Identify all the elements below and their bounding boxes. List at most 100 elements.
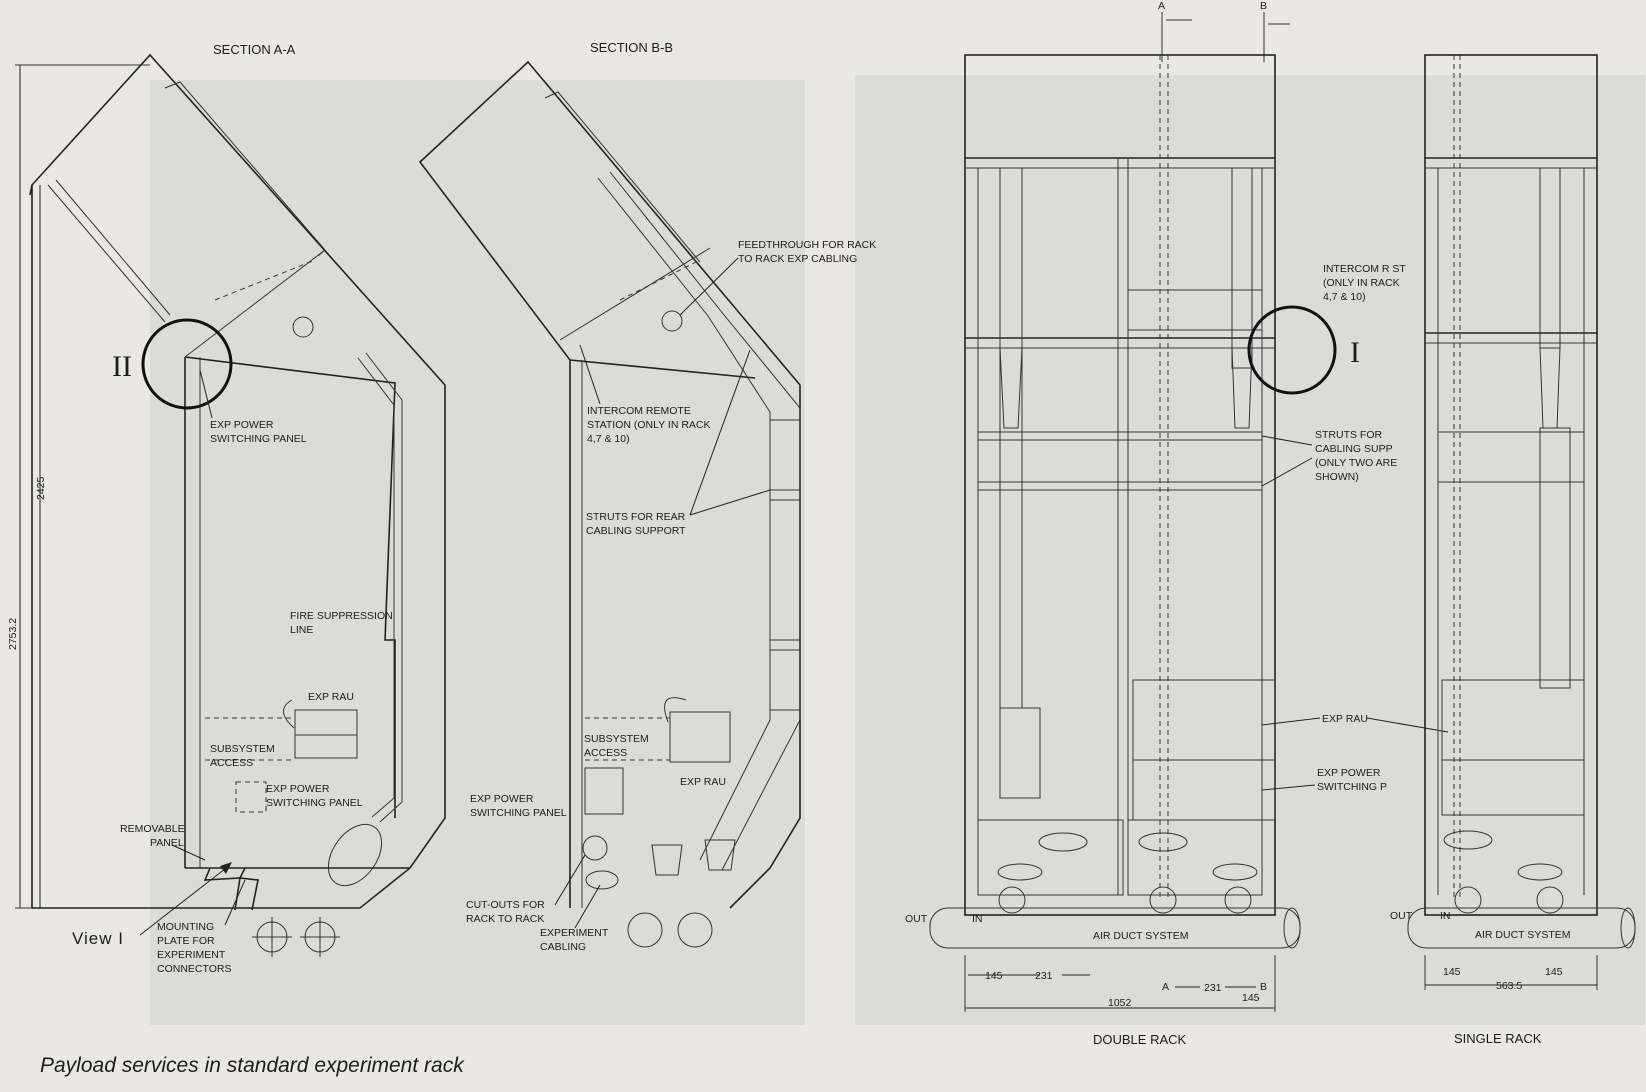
- double-rack-frame: [964, 54, 1276, 916]
- leader-intercom-b: [579, 344, 601, 405]
- sr-duct-port-2: [1536, 886, 1564, 914]
- rau-box-a: [294, 709, 358, 759]
- cutout-oval: [585, 870, 619, 890]
- dim-231: 231: [1035, 970, 1053, 982]
- dr-leader-rau-l: [1261, 717, 1321, 726]
- label-intercom-b1: INTERCOM REMOTE: [587, 405, 691, 417]
- cutout-circle: [582, 835, 608, 861]
- strut-box-3: [769, 649, 801, 711]
- section-b-outline: [418, 60, 801, 909]
- label-feed-1: FEEDTHROUGH FOR RACK: [738, 239, 876, 251]
- sr-label-in: IN: [1440, 910, 1451, 922]
- double-rack: DOUBLE RACK A B: [905, 0, 1449, 1047]
- marker-a: A: [1158, 0, 1165, 12]
- slant-line-2: [55, 179, 171, 316]
- connector-b1: [651, 844, 683, 876]
- sr-conn-1: [1443, 830, 1493, 850]
- switch-panel-b: [584, 767, 624, 815]
- label-power-b2: SWITCHING PANEL: [470, 807, 567, 819]
- marker-b: B: [1260, 0, 1267, 12]
- dr-label-struts-3: (ONLY TWO ARE: [1315, 457, 1397, 469]
- label-cabling-2: CABLING: [540, 941, 586, 953]
- feedthrough-port: [661, 310, 683, 332]
- removable-zig-2: [238, 867, 259, 911]
- label-cabling-1: EXPERIMENT: [540, 927, 609, 939]
- leader-removable: [171, 844, 206, 861]
- leader-mount: [224, 879, 246, 926]
- section-a-inner: [184, 356, 396, 818]
- sr-dim-5635: 563.5: [1496, 980, 1522, 992]
- figure-caption: Payload services in standard experiment …: [40, 1054, 465, 1077]
- dr-conn-3: [997, 863, 1043, 881]
- leader-struts-b1: [689, 489, 771, 516]
- dr-cone-right: [1231, 347, 1253, 429]
- label-removable-1: REMOVABLE: [120, 823, 185, 835]
- label-exp-power-2: SWITCHING PANEL: [210, 433, 307, 445]
- dr-leader-power: [1261, 784, 1316, 791]
- dr-label-duct: AIR DUCT SYSTEM: [1093, 930, 1188, 942]
- dr-label-struts-2: CABLING SUPP: [1315, 443, 1393, 455]
- sr-duct-port-1: [1454, 886, 1482, 914]
- strut-box-1: [769, 419, 801, 491]
- label-feed-2: TO RACK EXP CABLING: [738, 253, 857, 265]
- dr-label-intercom-1: INTERCOM R ST: [1323, 263, 1406, 275]
- leader-struts-b2: [689, 349, 751, 516]
- leader-cabling: [574, 884, 601, 929]
- fire-bottle: [327, 823, 383, 887]
- label-removable-2: PANEL: [150, 837, 184, 849]
- dr-label-out: OUT: [905, 913, 928, 925]
- label-exp-power-b2: SWITCHING PANEL: [266, 797, 363, 809]
- sr-tube-lower: [1539, 427, 1571, 689]
- section-b-b: SECTION B-B FEEDTHROUGH FOR RACK TO RACK…: [418, 40, 876, 953]
- dr-label-rau: EXP RAU: [1322, 713, 1368, 725]
- label-subsys-b1: SUBSYSTEM: [584, 733, 649, 745]
- rear-tube-inner: [597, 177, 771, 861]
- duct-circle-b1: [627, 912, 663, 948]
- switch-panel-a: [235, 781, 267, 813]
- view-ii-label: II: [112, 350, 132, 383]
- strut-box-2: [769, 499, 801, 641]
- sr-dim-145b: 145: [1545, 966, 1563, 978]
- dr-label-in: IN: [972, 913, 983, 925]
- dr-duct-port-1: [998, 886, 1026, 914]
- dim-1052: 1052: [1108, 997, 1132, 1009]
- dr-label-power-1: EXP POWER: [1317, 767, 1381, 779]
- dr-conn-2: [1138, 832, 1188, 852]
- label-cutouts-2: RACK TO RACK: [466, 913, 544, 925]
- removable-zig: [203, 867, 241, 911]
- section-b-slant: [559, 247, 711, 341]
- dr-conn-1: [1038, 832, 1088, 852]
- section-b-title: SECTION B-B: [590, 40, 673, 55]
- rau-hook: [283, 699, 295, 729]
- dim-145: 145: [985, 970, 1003, 982]
- fire-pipe-inner: [357, 357, 395, 818]
- leader-exp-power: [199, 369, 213, 419]
- section-a-title: SECTION A-A: [213, 42, 296, 57]
- dim-231b: 231: [1204, 982, 1222, 994]
- duct-circle-b2: [677, 912, 713, 948]
- dr-conn-4: [1212, 863, 1258, 881]
- label-subsys-2: ACCESS: [210, 757, 253, 769]
- label-fire-2: LINE: [290, 624, 313, 636]
- label-intercom-b2: STATION (ONLY IN RACK: [587, 419, 711, 431]
- label-mount-3: EXPERIMENT: [157, 949, 226, 961]
- dr-duct-end: [1283, 907, 1301, 949]
- rau-box-b: [669, 711, 731, 763]
- label-struts-b2: CABLING SUPPORT: [586, 525, 686, 537]
- dr-duct-port-2: [1149, 886, 1177, 914]
- label-mount-2: PLATE FOR: [157, 935, 215, 947]
- label-cutouts-1: CUT-OUTS FOR: [466, 899, 545, 911]
- dr-tube-right: [1231, 167, 1253, 369]
- label-rau-b: EXP RAU: [680, 776, 726, 788]
- sr-label-duct: AIR DUCT SYSTEM: [1475, 929, 1570, 941]
- dr-cone-left: [999, 347, 1023, 429]
- label-struts-b1: STRUTS FOR REAR: [586, 511, 686, 523]
- slant-line-3: [184, 249, 326, 358]
- dr-label-struts-1: STRUTS FOR: [1315, 429, 1382, 441]
- background-panel-left: [150, 80, 805, 1025]
- dr-duct-port-3: [1224, 886, 1252, 914]
- leader-feed: [679, 257, 739, 316]
- view-arrow: [220, 862, 232, 874]
- label-fire-1: FIRE SUPPRESSION: [290, 610, 393, 622]
- dr-leader-rau-r: [1366, 717, 1449, 733]
